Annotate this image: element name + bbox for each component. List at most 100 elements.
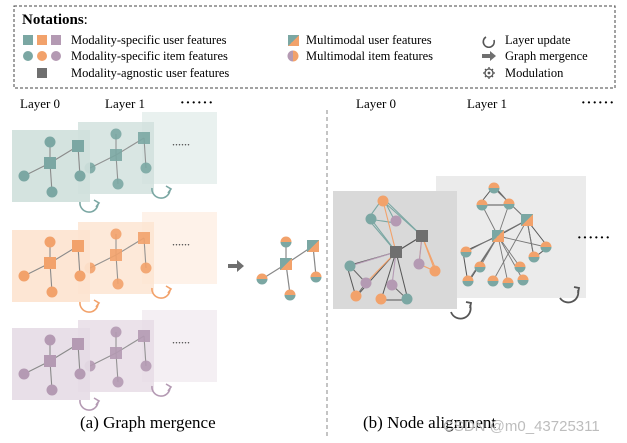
merged-user-node [307, 240, 319, 252]
align1-multimodal-item-node [540, 241, 552, 253]
ms-item-teal-icon [23, 51, 33, 61]
align1-edge [497, 235, 524, 281]
graph-mergence-arrow-icon [482, 51, 496, 61]
merged-user-node [280, 258, 292, 270]
ms-user-teal-icon [23, 35, 33, 45]
align1-multimodal-item-node [476, 199, 488, 211]
legend-layer-update-label: Layer update [505, 33, 571, 47]
stack-teal-layer0-user-node [72, 140, 84, 152]
align1-multimodal-item-node [503, 198, 515, 210]
align-edge [349, 251, 397, 267]
align-item-node [386, 279, 398, 291]
align1-edge [467, 235, 499, 282]
stack-orange-update-arrow [151, 287, 171, 299]
stack-teal-dots: ······ [172, 140, 190, 150]
align-item-node [377, 195, 389, 207]
align-item-node [401, 293, 413, 305]
panel-b-layer1-label: Layer 1 [467, 96, 507, 111]
panel-b-layer1-graph [460, 182, 552, 289]
mm-user-icon [288, 35, 299, 46]
legend-ms-user-label: Modality-specific user features [71, 33, 227, 47]
stack-teal-layer0-item-node [46, 186, 58, 198]
stack-teal-update-arrow [151, 187, 171, 199]
panel-a-layer0-label: Layer 0 [20, 96, 60, 111]
stack-purple-layer0-user-node [72, 338, 84, 350]
panel-a-graph-stacks: ······ ······ ······ [12, 112, 217, 411]
align1-multimodal-item-node [528, 251, 540, 263]
stack-purple-layer0-item-node [18, 368, 30, 380]
stack-orange-layer1-item-node [140, 262, 152, 274]
align-item-node [413, 258, 425, 270]
panel-b-caption: (b) Node alignment [363, 413, 496, 432]
stack-teal-layer1-item-node [140, 162, 152, 174]
stack-purple-layer2-bg [142, 310, 217, 382]
merged-item-node [310, 271, 322, 283]
stack-purple-layer1-item-node [140, 360, 152, 372]
align-item-node [360, 277, 372, 289]
ms-item-purple-icon [51, 51, 61, 61]
stack-teal-layer1-item-node [112, 178, 124, 190]
stack-orange-layer0-item-node [74, 270, 86, 282]
align-item-node [375, 293, 387, 305]
align-item-node [365, 213, 377, 225]
stack-teal-layer0-item-node [74, 170, 86, 182]
legend-title: Notations: [22, 12, 88, 28]
panel-a-layer1-label: Layer 1 [105, 96, 145, 111]
stack-orange-dots: ······ [172, 240, 190, 250]
legend-ms-item-label: Modality-specific item features [71, 49, 228, 63]
stack-purple-update-arrowhead [165, 383, 173, 392]
stack-purple-layer1-item-node [112, 376, 124, 388]
align-item-node [344, 260, 356, 272]
panel-b-layer-update-arrow [450, 304, 472, 320]
align1-multimodal-item-node [514, 261, 526, 273]
align1-edge [526, 219, 535, 258]
stack-purple-layer1-user-node [110, 347, 122, 359]
watermark: CSDN @m0_43725311 [443, 418, 600, 435]
panel-b-layer0-label: Layer 0 [356, 96, 396, 111]
align-item-node [429, 265, 441, 277]
align1-multimodal-item-node [460, 246, 472, 258]
legend-ma-user-label: Modality-agnostic user features [71, 66, 229, 80]
align-edge [382, 200, 423, 237]
stack-teal-layer0-item-node [44, 136, 56, 148]
align1-edge [492, 219, 528, 282]
stack-orange-layer0-item-node [18, 270, 30, 282]
stack-orange-update-arrowhead [165, 285, 173, 294]
stack-teal-update-arrowhead [165, 185, 173, 194]
merged-item-node [284, 289, 296, 301]
align-bottom-hull [380, 250, 409, 301]
align1-multimodal-user-node [492, 230, 504, 242]
stack-purple-layer0-item-node [44, 334, 56, 346]
stack-purple-layer1-item-node [110, 326, 122, 338]
legend-modulation-label: Modulation [505, 66, 564, 80]
stack-orange-update-arrowhead [93, 299, 101, 308]
legend-frame [13, 5, 616, 89]
align-item-node [350, 290, 362, 302]
align-agnostic-user-node [416, 230, 428, 242]
stack-orange-layer0-user-node [72, 240, 84, 252]
ms-user-purple-icon [51, 35, 61, 45]
stack-teal-layer1-user-node [110, 149, 122, 161]
stack-teal-layer2-bg [142, 112, 217, 184]
legend-mm-item-label: Multimodal item features [306, 49, 433, 63]
layer-update-icon [482, 36, 496, 48]
stack-teal: ······ [12, 112, 217, 213]
align1-multimodal-item-node [474, 261, 486, 273]
align1-multimodal-item-node [502, 277, 514, 289]
stack-purple-layer0-item-node [46, 384, 58, 396]
align-item-node [390, 215, 402, 227]
stack-purple-layer0-item-node [74, 368, 86, 380]
stack-teal-layer1-user-node [138, 132, 150, 144]
align-edge [382, 200, 397, 253]
merged-graph [256, 236, 322, 301]
ms-item-orange-icon [37, 51, 47, 61]
panel-b-layer-update-arrowhead [465, 301, 473, 309]
align1-upper-hull [477, 185, 513, 206]
align1-multimodal-user-node [521, 214, 533, 226]
legend-mm-user-label: Multimodal user features [306, 33, 432, 47]
ma-user-icon [37, 68, 47, 78]
stack-teal-update-arrowhead [93, 199, 101, 208]
stack-purple-dots: ······ [172, 338, 190, 348]
stack-orange-layer1-user-node [138, 232, 150, 244]
